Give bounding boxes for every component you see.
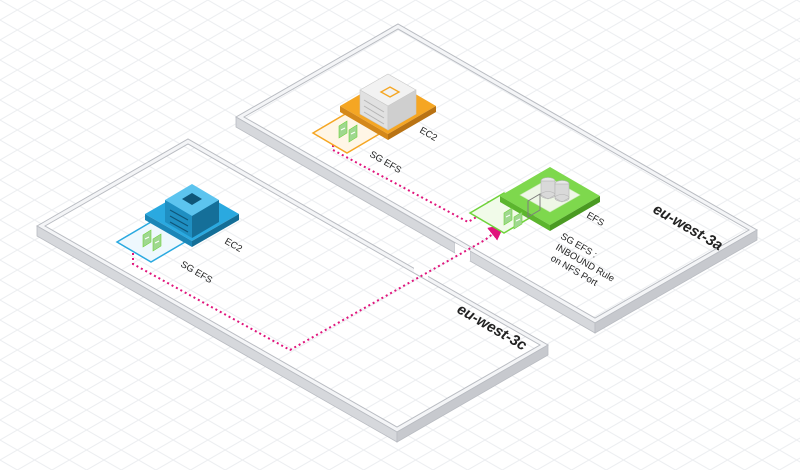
- ec2-chip-icon: [182, 193, 202, 205]
- file-icon: [527, 193, 541, 218]
- storage-cylinders-icon: [540, 177, 570, 203]
- zone-eu-west-3c: eu-west-3c: [35, 138, 550, 443]
- shield-icon: [503, 207, 523, 230]
- ec2-chip-icon: [379, 86, 401, 98]
- ec2-instance-3c[interactable]: EC2 SG EFS: [115, 184, 244, 286]
- shield-icon: [338, 120, 358, 143]
- connection-ec2-3c-to-efs: [132, 224, 505, 352]
- shield-icon: [142, 229, 162, 252]
